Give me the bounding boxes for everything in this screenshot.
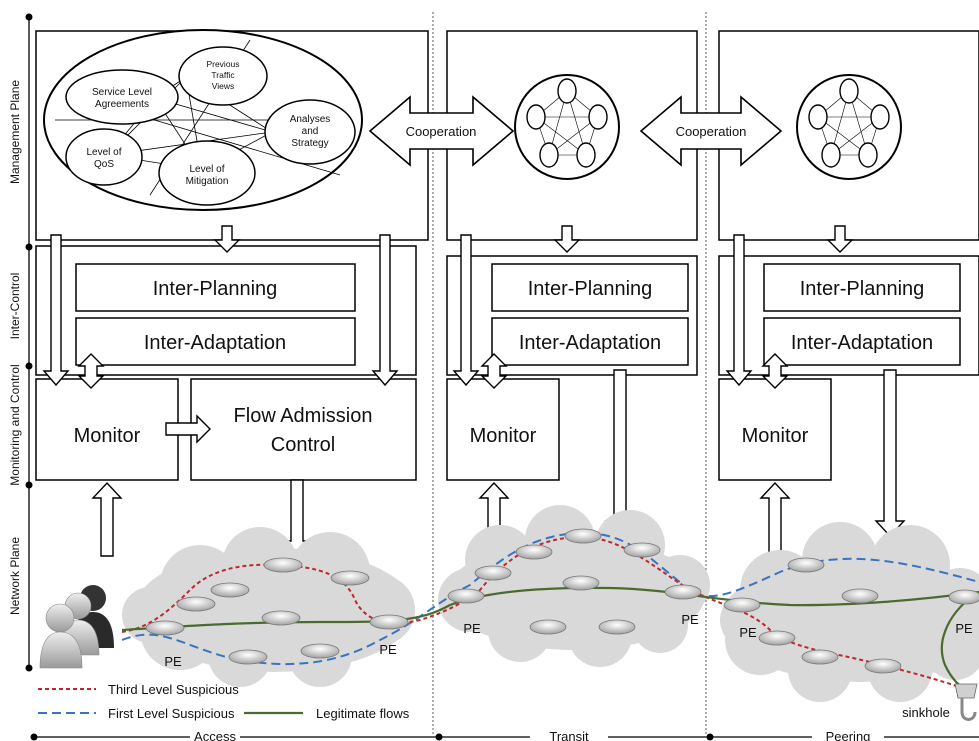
flow-arrows (42, 225, 906, 558)
routers (145, 528, 979, 674)
inter-adaptation-box-transit (491, 317, 689, 366)
monitor-box-access (35, 378, 179, 481)
inter-planning-box-peering (763, 263, 961, 312)
inter-planning-box-access (75, 263, 356, 312)
pe-label-transit-right: PE (681, 612, 699, 627)
pe-label-peering-right: PE (955, 621, 973, 636)
sinkhole-label: sinkhole (902, 705, 950, 720)
inter-planning-label-peering: Inter-Planning (800, 278, 925, 300)
label-network-plane: Network Plane (8, 537, 22, 615)
node-previous-traffic (178, 46, 268, 106)
management-circle-transit (514, 74, 620, 180)
label-peering: Peering (826, 729, 871, 741)
legend-legitimate: Legitimate flows (316, 706, 410, 721)
label-management-plane: Management Plane (8, 80, 22, 184)
label-monitoring-control: Monitoring and Control (8, 364, 22, 485)
node-analyses-line1: Analyses (290, 114, 331, 125)
node-previous-line3: Views (212, 81, 235, 91)
inter-planning-box-transit (491, 263, 689, 312)
cooperation-arrow-1 (368, 95, 515, 167)
node-mitigation (158, 140, 256, 206)
inter-planning-label-access: Inter-Planning (153, 278, 278, 300)
cooperation-arrow-2 (639, 95, 783, 167)
pe-label-access-left: PE (164, 654, 182, 669)
cooperation-label-2: Cooperation (676, 124, 747, 139)
node-analyses-line3: Strategy (291, 138, 328, 149)
inter-adaptation-label-peering: Inter-Adaptation (791, 332, 933, 354)
flow-third-level-suspicious (121, 535, 963, 689)
flow-admission-line2: Control (271, 434, 335, 456)
node-previous-line2: Traffic (211, 70, 235, 80)
legend (38, 688, 303, 715)
node-analyses (264, 99, 356, 165)
inter-adaptation-label-access: Inter-Adaptation (144, 332, 286, 354)
plane-axis (25, 13, 33, 672)
label-transit: Transit (549, 729, 589, 741)
domain-axis (30, 733, 979, 741)
sinkhole-icon (954, 683, 978, 721)
management-knowledge-ellipse (43, 29, 363, 211)
node-sla (65, 69, 179, 125)
pe-label-peering-left: PE (739, 625, 757, 640)
monitor-box-transit (446, 378, 560, 481)
monitor-label-access: Monitor (74, 425, 141, 447)
pe-label-transit-left: PE (463, 621, 481, 636)
node-sla-line1: Service Level (92, 87, 152, 98)
node-mitigation-line1: Level of (189, 164, 224, 175)
legend-third-level: Third Level Suspicious (108, 682, 239, 697)
node-mitigation-line2: Mitigation (186, 176, 229, 187)
label-access: Access (194, 729, 236, 741)
management-circle-peering (796, 74, 902, 180)
label-inter-control: Inter-Control (8, 273, 22, 340)
node-qos-line2: QoS (94, 159, 114, 170)
flow-admission-line1: Flow Admission (234, 405, 373, 427)
monitor-box-peering (718, 378, 832, 481)
monitor-label-transit: Monitor (470, 425, 537, 447)
node-qos (65, 128, 143, 186)
node-previous-line1: Previous (206, 59, 239, 69)
inter-adaptation-box-access (75, 317, 356, 366)
pe-label-access-right: PE (379, 642, 397, 657)
cloud-peering (720, 522, 979, 702)
node-analyses-line2: and (302, 126, 319, 137)
flow-admission-box (190, 378, 417, 481)
node-sla-line2: Agreements (95, 99, 149, 110)
users-icon (39, 585, 114, 669)
monitor-label-peering: Monitor (742, 425, 809, 447)
inter-adaptation-box-peering (763, 317, 961, 366)
inter-adaptation-label-transit: Inter-Adaptation (519, 332, 661, 354)
cooperation-label-1: Cooperation (406, 124, 477, 139)
legend-first-level: First Level Suspicious (108, 706, 235, 721)
inter-planning-label-transit: Inter-Planning (528, 278, 653, 300)
node-qos-line1: Level of (86, 147, 121, 158)
